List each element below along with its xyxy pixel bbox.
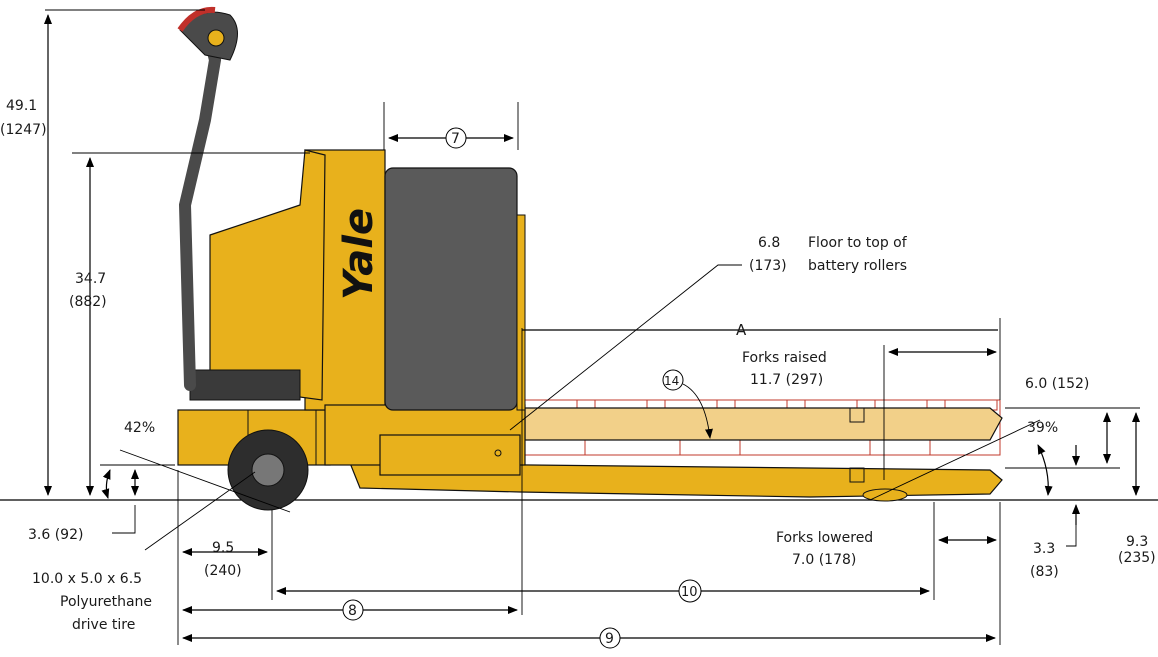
callout-9 [599,627,621,649]
dim-height-body-in: 34.7 [75,271,106,287]
ramp-angle-rear: 42% [124,420,155,436]
callout-10 [678,579,702,603]
callout-8-label: 8 [348,603,357,619]
forks-lowered-label: Forks lowered [776,530,873,546]
rear-overhang-mm: (240) [204,563,242,579]
forks-lowered-value: 7.0 (178) [792,552,856,568]
tire-line2: Polyurethane [60,594,152,610]
tiller-handle [177,6,238,391]
callout-10-label: 10 [681,585,698,600]
fork-raised-pad [849,407,865,423]
forks-raised-value: 11.7 (297) [750,372,823,388]
fork-height-raised-mm: (235) [1118,550,1156,566]
fork-raised [524,407,1003,441]
roller-height-mm: (173) [749,258,787,274]
fork-height-raised-in: 9.3 [1126,534,1148,550]
callout-14-label: 14 [664,374,679,388]
load-wheel [862,488,908,502]
fork-thickness-in: 3.3 [1033,541,1055,557]
dim-height-handle-in: 49.1 [6,98,37,114]
truck-body: Yale [177,149,526,511]
callout-7 [445,127,467,149]
rear-overhang-in: 9.5 [212,540,234,556]
roller-height-in: 6.8 [758,235,780,251]
tire-line1: 10.0 x 5.0 x 6.5 [32,571,142,587]
ramp-angle-front: 39% [1027,420,1058,436]
callout-9-label: 9 [605,631,614,647]
roller-note-line2: battery rollers [808,258,907,274]
callout-8 [342,599,364,621]
yale-logo: Yale [336,208,382,300]
tire-line3: drive tire [72,617,135,633]
dim-height-handle-mm: (1247) [0,122,47,138]
rear-clearance: 3.6 (92) [28,527,83,543]
fork-lowered-pad [849,467,865,483]
fork-thickness-mm: (83) [1030,564,1059,580]
fork-lift-height: 6.0 (152) [1025,376,1089,392]
forks-raised-label: Forks raised [742,350,827,366]
callout-7-label: 7 [451,131,460,147]
roller-note-line1: Floor to top of [808,235,908,251]
callout-14 [662,369,684,391]
dim-A-label: A [736,321,747,339]
battery [384,167,518,411]
dim-height-body-mm: (882) [69,294,107,310]
